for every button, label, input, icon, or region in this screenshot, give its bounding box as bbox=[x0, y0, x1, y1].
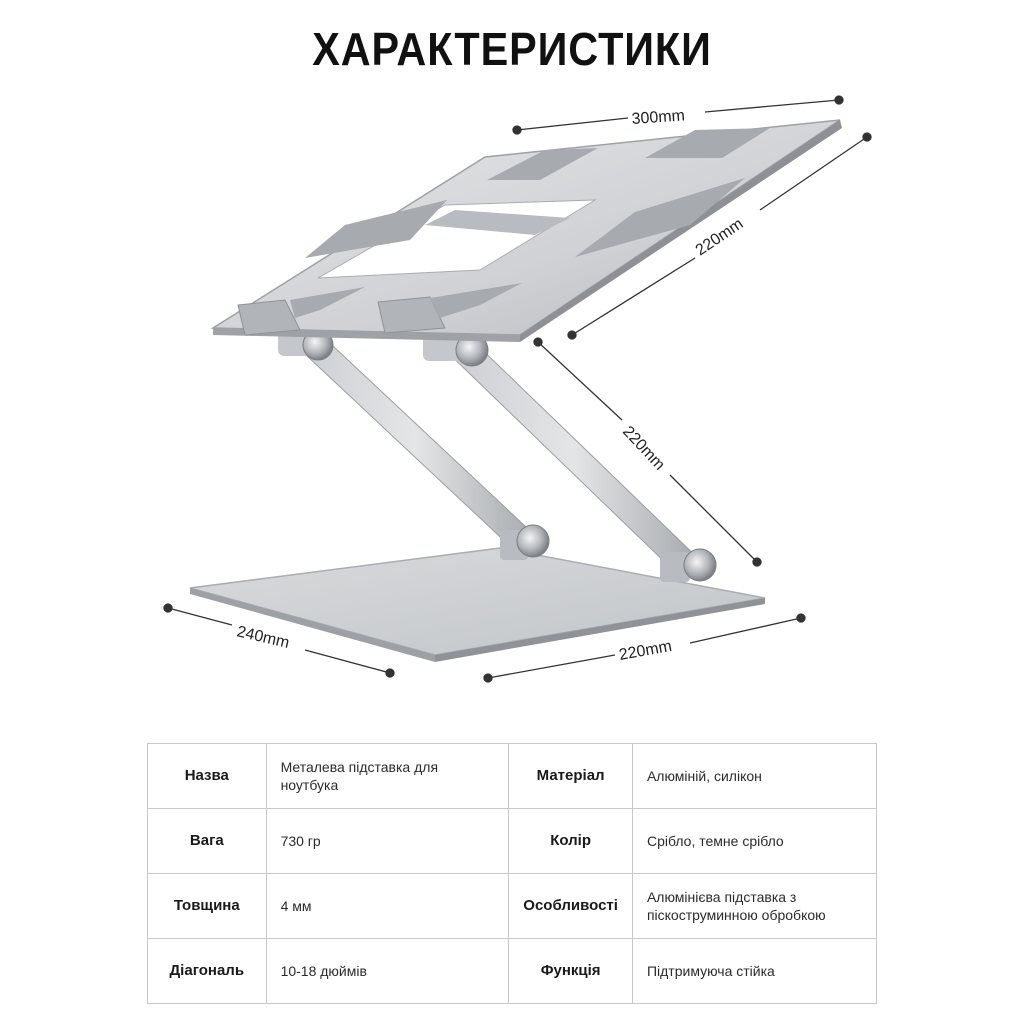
dim-top-depth: 220mm bbox=[693, 215, 747, 259]
spec-value: 10-18 дюймів bbox=[265, 938, 510, 1004]
spec-key: Матеріал bbox=[508, 743, 633, 809]
table-row: Назва Металева підставка для ноутбука Ма… bbox=[147, 743, 878, 809]
spec-key: Товщина bbox=[147, 873, 267, 939]
table-row: Діагональ 10-18 дюймів Функція Підтримую… bbox=[147, 938, 878, 1004]
spec-value: Металева підставка для ноутбука bbox=[265, 743, 510, 809]
spec-value: Алюмінієва підставка з піскоструминною о… bbox=[631, 873, 878, 939]
table-row: Вага 730 гр Колір Срібло, темне срібло bbox=[147, 808, 878, 874]
spec-key: Вага bbox=[147, 808, 267, 874]
spec-key: Діагональ bbox=[147, 938, 267, 1004]
spec-key: Назва bbox=[147, 743, 267, 809]
support-arms bbox=[289, 331, 707, 582]
laptop-stand-illustration: 300mm 220mm 220mm 240mm 220mm bbox=[163, 95, 872, 683]
spec-key: Колір bbox=[508, 808, 633, 874]
spec-table: Назва Металева підставка для ноутбука Ма… bbox=[147, 743, 878, 1004]
dim-base-depth: 240mm bbox=[235, 623, 291, 652]
spec-value: Алюміній, силікон bbox=[631, 743, 878, 809]
spec-value: 730 гр bbox=[265, 808, 510, 874]
spec-key: Функція bbox=[508, 938, 633, 1004]
spec-key: Особливості bbox=[508, 873, 633, 939]
spec-value: Підтримуюча стійка bbox=[631, 938, 878, 1004]
spec-value: Срібло, темне срібло bbox=[631, 808, 878, 874]
dim-arm-length: 220mm bbox=[619, 423, 668, 474]
base-plate bbox=[189, 547, 766, 662]
dimension-lines bbox=[163, 95, 872, 683]
top-tray bbox=[210, 119, 842, 342]
table-row: Товщина 4 мм Особливості Алюмінієва підс… bbox=[147, 873, 878, 939]
dim-base-width: 220mm bbox=[618, 638, 674, 664]
spec-value: 4 мм bbox=[265, 873, 510, 939]
dim-top-width: 300mm bbox=[631, 107, 685, 128]
page-title: ХАРАКТЕРИСТИКИ bbox=[312, 23, 712, 75]
